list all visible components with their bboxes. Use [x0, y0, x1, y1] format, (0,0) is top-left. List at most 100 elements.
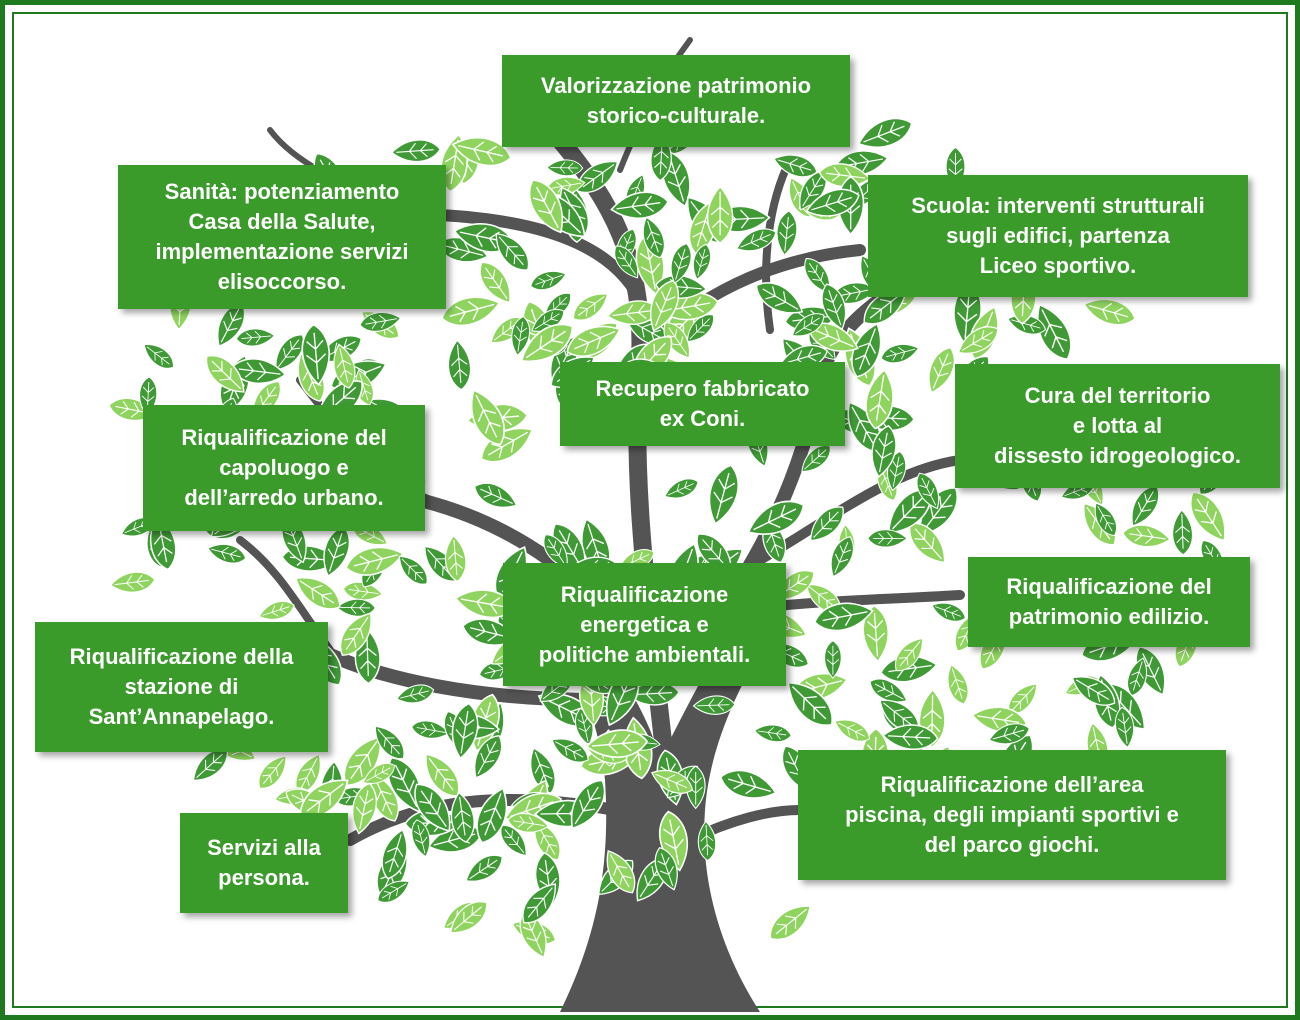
leaf — [207, 544, 247, 564]
box-recupero: Recupero fabbricato ex Coni. — [560, 362, 845, 446]
leaf — [570, 779, 606, 830]
leaf — [1172, 509, 1194, 556]
leaf — [258, 600, 295, 620]
leaf — [869, 678, 908, 703]
box-energetica: Riqualificazione energetica e politiche … — [503, 563, 786, 686]
leaf — [495, 232, 530, 271]
leaf — [830, 536, 854, 578]
leaf — [474, 482, 518, 508]
leaf — [947, 664, 969, 705]
leaf — [143, 344, 174, 369]
leaf — [791, 313, 825, 337]
leaf — [799, 170, 827, 211]
leaf — [606, 849, 636, 894]
leaf — [663, 322, 690, 359]
box-capoluogo-text: Riqualificazione del capoluogo e dell’ar… — [181, 425, 387, 510]
leaf — [818, 163, 871, 188]
box-sanita-text: Sanità: potenziamento Casa della Salute,… — [155, 179, 409, 294]
leaf — [398, 555, 428, 585]
leaf — [1189, 491, 1226, 542]
leaf — [807, 322, 859, 352]
leaf — [480, 427, 534, 463]
leaf — [450, 791, 475, 843]
leaf — [192, 748, 228, 781]
box-valorizzazione: Valorizzazione patrimonio storico-cultur… — [502, 55, 850, 147]
leaf — [769, 905, 811, 941]
box-scuola-text: Scuola: interventi strutturali sugli edi… — [911, 193, 1205, 278]
leaf — [500, 824, 527, 857]
box-sanita: Sanità: potenziamento Casa della Salute,… — [118, 165, 446, 309]
box-valorizzazione-text: Valorizzazione patrimonio storico-cultur… — [540, 73, 812, 128]
leaf — [235, 328, 276, 347]
leaf — [551, 738, 589, 763]
leaf — [531, 309, 565, 332]
leaf — [444, 534, 467, 583]
leaf — [880, 344, 920, 364]
box-stazione-text: Riqualificazione della stazione di Sant’… — [69, 644, 294, 729]
leaf — [323, 525, 351, 578]
leaf — [522, 883, 556, 924]
leaf — [447, 339, 472, 391]
leaf — [359, 311, 402, 332]
leaf — [755, 282, 804, 314]
leaf — [650, 279, 680, 332]
box-energetica-text: Riqualificazione energetica e politiche … — [538, 581, 751, 667]
leaf — [573, 293, 609, 321]
leaf — [465, 854, 503, 882]
leaf — [871, 424, 897, 478]
leaf — [396, 684, 435, 704]
leaf — [928, 346, 955, 394]
leaf — [530, 270, 567, 291]
leaf — [295, 577, 341, 610]
leaf — [610, 191, 669, 219]
leaf — [654, 847, 678, 891]
leaf — [606, 300, 661, 325]
leaf — [916, 472, 940, 510]
leaf — [333, 343, 356, 389]
box-stazione: Riqualificazione della stazione di Sant’… — [35, 622, 328, 752]
leaf — [1114, 706, 1135, 749]
leaf — [411, 819, 431, 858]
leaf — [1083, 298, 1136, 326]
leaf — [546, 176, 586, 196]
box-capoluogo: Riqualificazione del capoluogo e dell’ar… — [143, 405, 425, 531]
leaf — [1036, 303, 1072, 361]
box-recupero-text: Recupero fabbricato ex Coni. — [595, 376, 810, 431]
leaf — [1127, 657, 1147, 697]
leaf — [528, 179, 563, 234]
leaf — [708, 464, 740, 526]
leaf — [857, 117, 913, 148]
leaf — [436, 236, 489, 263]
leaf — [362, 763, 396, 784]
leaf — [1007, 683, 1038, 715]
leaf — [693, 243, 712, 280]
box-patrimonio-text: Riqualificazione del patrimonio edilizio… — [1006, 574, 1212, 629]
leaf — [474, 735, 503, 779]
leaf — [931, 602, 966, 622]
leaf — [258, 755, 287, 789]
leaf — [824, 640, 842, 679]
leaf — [1131, 485, 1160, 527]
leaf — [352, 782, 377, 835]
leaf — [988, 723, 1031, 745]
leaf — [546, 159, 584, 177]
tree-leaves — [108, 117, 1230, 959]
leaf — [451, 137, 512, 167]
leaf — [377, 880, 410, 903]
leaf — [1122, 524, 1171, 548]
leaf — [342, 581, 383, 601]
leaf — [345, 546, 405, 576]
leaf — [882, 724, 939, 750]
box-piscina: Riqualificazione dell’area piscina, degl… — [798, 750, 1226, 880]
leaf — [339, 612, 372, 656]
leaf — [664, 478, 699, 499]
box-scuola: Scuola: interventi strutturali sugli edi… — [868, 175, 1248, 297]
leaf — [205, 354, 245, 393]
leaf — [776, 210, 798, 257]
leaf — [651, 769, 694, 794]
leaf — [834, 719, 871, 742]
box-cura: Cura del territorio e lotta al dissesto … — [955, 364, 1280, 488]
leaf — [805, 188, 860, 217]
leaf — [736, 228, 777, 252]
